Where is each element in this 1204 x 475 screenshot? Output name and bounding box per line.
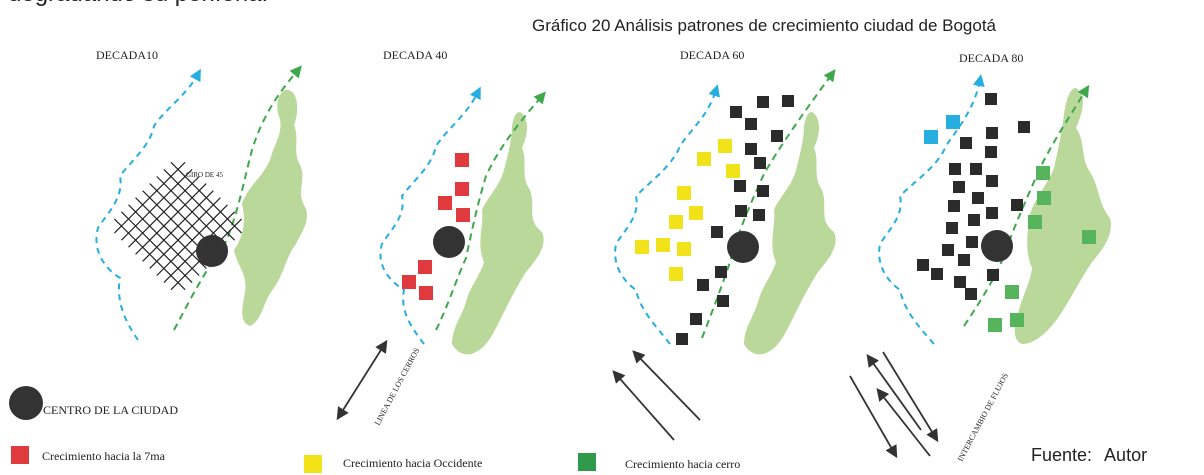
legend-swatch-occidente [304, 455, 322, 473]
river-line [379, 86, 481, 345]
panel-title: DECADA 60 [680, 48, 744, 62]
city-center-marker [433, 226, 465, 258]
legend-centro-label: CENTRO DE LA CIUDAD [43, 403, 178, 417]
cerros-label: LINEA DE LOS CERROS [373, 346, 422, 427]
river-line [878, 74, 985, 345]
growth-squares-occidente [635, 139, 740, 281]
panel-title: DECADA 40 [383, 48, 447, 62]
legend-center-marker [9, 386, 43, 420]
hills-shape [1014, 88, 1111, 344]
hills-shape [744, 112, 836, 355]
flow-arrow [866, 353, 922, 431]
grid-pattern [113, 161, 243, 291]
legend-label-7ma: Crecimiento hacia la 7ma [42, 449, 165, 463]
legend-label-occidente: Crecimiento hacia Occidente [343, 456, 483, 470]
growth-squares-cerro [988, 166, 1096, 332]
legend-label-cerro: Crecimiento hacia cerro [625, 457, 741, 471]
legend-swatch-7ma [11, 446, 29, 464]
growth-axis-line [435, 91, 546, 331]
growth-squares-7ma [402, 153, 470, 300]
growth-axis-line [701, 69, 836, 339]
river-line [614, 84, 720, 345]
growth-squares-existing [676, 95, 794, 345]
panel-decada-60: DECADA 60 [612, 48, 836, 441]
legend-swatch-cerro [578, 453, 596, 471]
growth-axis-line [173, 65, 302, 331]
top-text: degradando su periferia. [8, 0, 268, 8]
giro-label: GIRO DE 45 [186, 171, 223, 179]
flow-arrow [876, 388, 931, 457]
city-center-marker [196, 235, 228, 267]
growth-squares-existing [917, 93, 1030, 300]
growth-axis-line [963, 84, 1090, 327]
city-center-marker [727, 231, 759, 263]
panel-decada-40: DECADA 40 LINEA DE LOS CERROS [336, 48, 546, 427]
hills-shape [452, 112, 544, 355]
figure-caption: Gráfico 20 Análisis patrones de crecimie… [532, 16, 996, 35]
city-center-marker [981, 230, 1013, 262]
panel-decada-80: DECADA 80 [849, 51, 1111, 463]
flow-arrow [882, 351, 939, 443]
flow-arrow [849, 375, 898, 459]
flow-arrow [612, 370, 675, 441]
flow-arrow [632, 350, 701, 421]
panel-title: DECADA10 [96, 48, 158, 62]
river-line [95, 68, 201, 341]
growth-squares-blue [924, 115, 960, 144]
panel-title: DECADA 80 [959, 51, 1023, 65]
hills-shape [234, 89, 307, 326]
double-arrow [336, 339, 388, 421]
flujos-label: INTERCAMBIO DE FLUJOS [956, 372, 1010, 463]
panel-decada-10: DECADA10 [95, 48, 307, 341]
source-note: Fuente: Autor [1031, 445, 1148, 465]
